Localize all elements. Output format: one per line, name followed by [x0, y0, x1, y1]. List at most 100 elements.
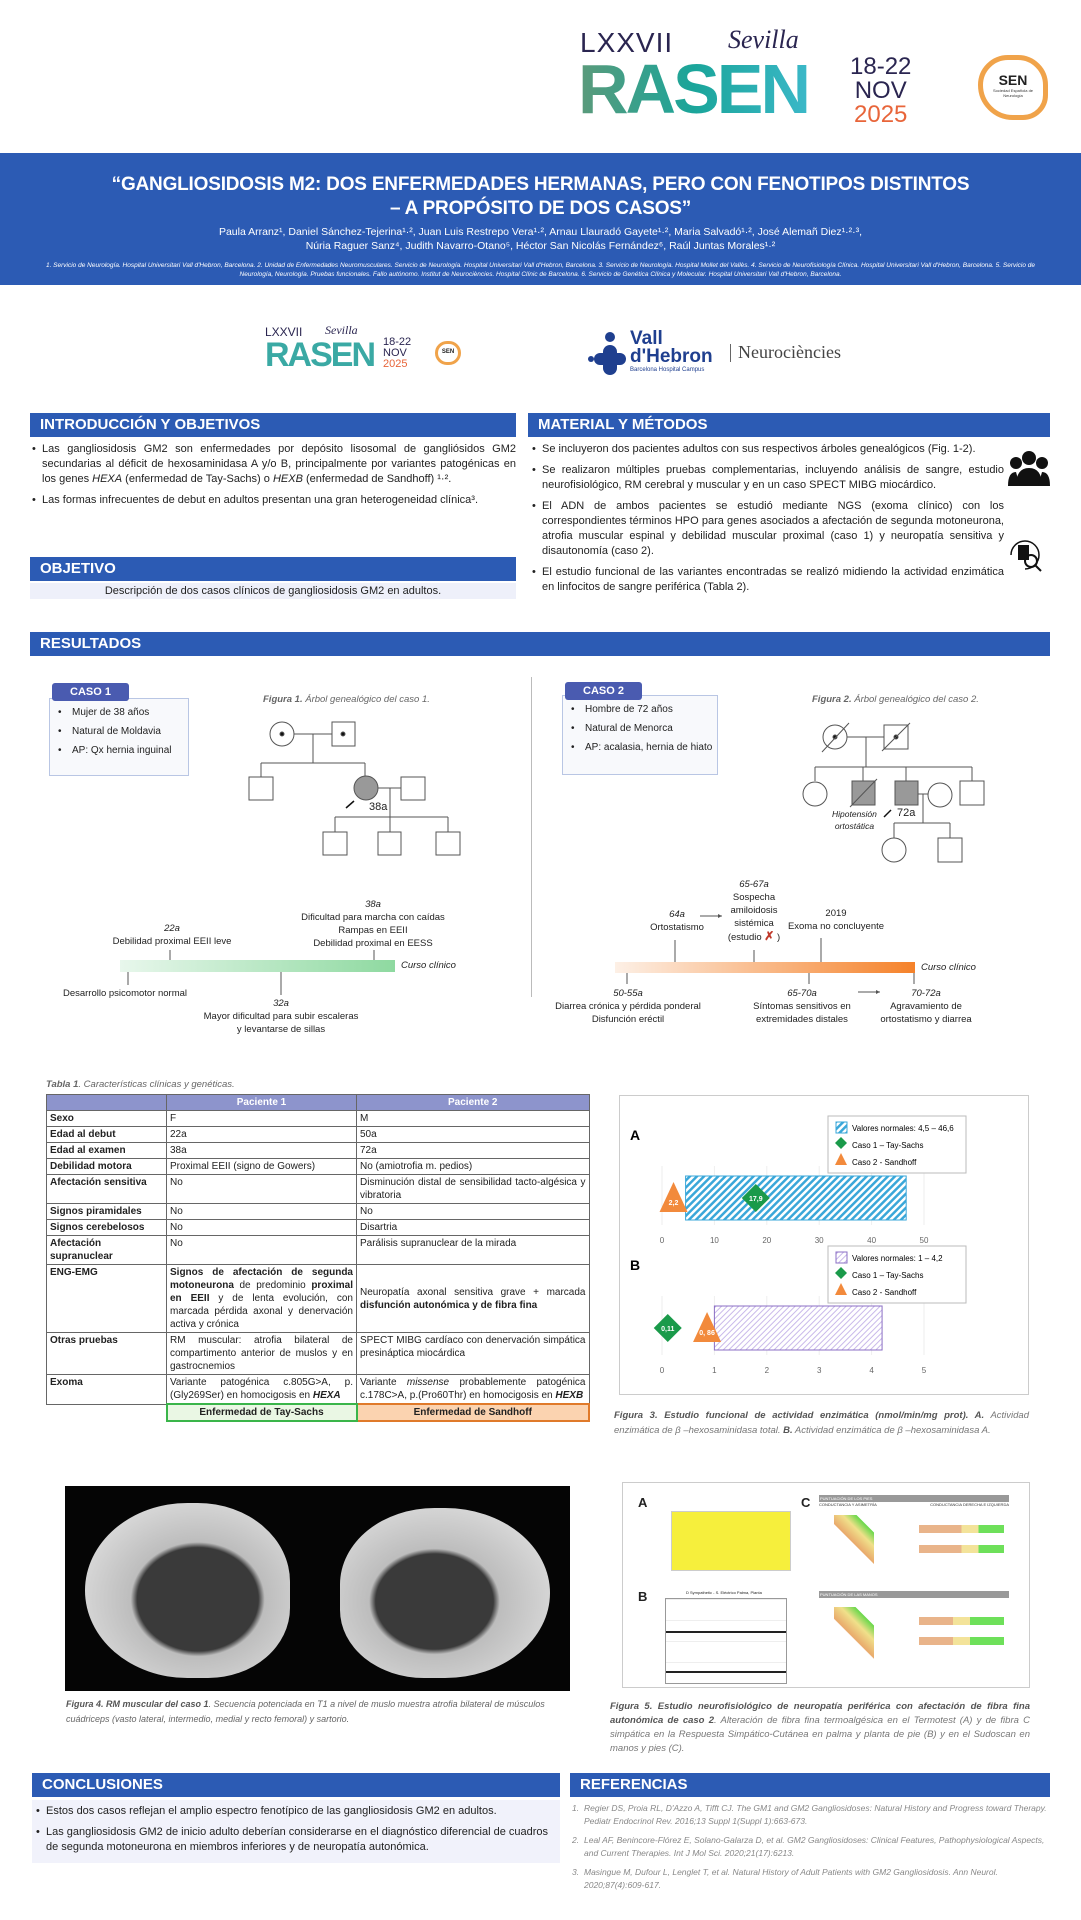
- case1-item: Natural de Moldavia: [50, 726, 188, 737]
- case1-timeline-bar: [120, 960, 395, 972]
- fig4-caption: Figura 4. RM muscular del caso 1. Secuen…: [66, 1699, 545, 1724]
- rasen-logo-small: LXXVII Sevilla RASEN 18-22 NOV 2025 SEN: [265, 323, 465, 380]
- pedigree-mother: [269, 721, 295, 747]
- pedigree-proband: [353, 775, 379, 801]
- case2-item: Hombre de 72 años: [563, 704, 717, 715]
- authors: Paula Arranz¹, Daniel Sánchez-Tejerina¹·…: [218, 226, 863, 252]
- methods-item: Se realizaron múltiples pruebas compleme…: [532, 463, 1004, 493]
- conclusions-list: Estos dos casos reflejan el amplio espec…: [32, 1800, 560, 1863]
- sen-logo-text: SEN: [998, 72, 1028, 88]
- normal-range-bar: [685, 1175, 907, 1221]
- case2-tag: CASO 2: [565, 682, 642, 700]
- table-cell: Signos cerebelosos: [46, 1219, 167, 1236]
- cross-icon: ✗: [764, 929, 775, 943]
- x-tick-label: 4: [869, 1366, 874, 1375]
- pedigree-case1: [248, 721, 461, 856]
- caso2-marker: [693, 1312, 722, 1342]
- legend-swatch-range: [835, 1121, 848, 1134]
- table1-caption: Tabla 1. Características clínicas y gené…: [46, 1079, 235, 1090]
- sen-logo: SEN Sociedad Española de Neurología: [978, 55, 1048, 120]
- caso1-marker: [653, 1314, 682, 1342]
- sen-logo-small: SEN: [435, 341, 461, 365]
- case1-timeline-axis: Curso clínico: [401, 960, 456, 971]
- reference-item: 1.Regier DS, Proia RL, D'Azzo A, Tifft C…: [572, 1803, 1047, 1826]
- mri-left-thigh: [85, 1503, 290, 1678]
- table-cell: Signos piramidales: [46, 1203, 167, 1220]
- case2-item: AP: acalasia, hernia de hiato: [563, 742, 717, 753]
- case1-tag: CASO 1: [52, 683, 129, 701]
- sen-logo-sub: Sociedad Española de Neurología: [992, 88, 1034, 98]
- case2-proband-age: 72a: [897, 807, 916, 819]
- logo-city: Sevilla: [728, 25, 799, 54]
- logo-year: 2025: [854, 101, 908, 128]
- case2-box: Hombre de 72 años Natural de Menorca AP:…: [562, 695, 718, 775]
- references-header: REFERENCIAS: [570, 1773, 1050, 1797]
- users-group-icon: [1008, 451, 1050, 486]
- normal-range-bar: [713, 1305, 883, 1351]
- results-header: RESULTADOS: [30, 632, 1050, 656]
- logo-dates: 18-22: [850, 53, 912, 80]
- fig1-caption: Figura 1. Árbol genealógico del caso 1.: [263, 694, 430, 705]
- vall-hebron-cross-icon: [588, 332, 626, 375]
- objetivo-header: OBJETIVO: [30, 557, 516, 581]
- table-cell: Sexo: [46, 1110, 167, 1127]
- title-banner: “GANGLIOSIDOSIS M2: DOS ENFERMEDADES HER…: [0, 153, 1081, 285]
- vh-line2: d'Hebron: [630, 346, 713, 367]
- poster-title: “GANGLIOSIDOSIS M2: DOS ENFERMEDADES HER…: [111, 174, 970, 219]
- case2-timeline-axis: Curso clínico: [921, 962, 976, 973]
- table-cell: No (amiotrofia m. pedios): [356, 1158, 590, 1175]
- table-cell: 72a: [356, 1142, 590, 1159]
- case2-item: Natural de Menorca: [563, 723, 717, 734]
- logo-month: NOV: [854, 77, 907, 104]
- rasen-logo: LXXVII Sevilla RASEN 18-22 NOV 2025: [578, 25, 918, 130]
- vall-hebron-logo: Vall d'Hebron Barcelona Hospital Campus …: [588, 328, 868, 380]
- legend-label: Caso 1 – Tay-Sachs: [852, 1271, 923, 1280]
- case1-item: Mujer de 38 años: [50, 707, 188, 718]
- legend-swatch-caso2: [835, 1283, 847, 1295]
- panel-label-a: A: [638, 1495, 648, 1510]
- pedigree-proband: [894, 780, 919, 806]
- logo-roman: LXXVII: [265, 325, 303, 339]
- reference-item: 3.Masingue M, Dufour L, Lenglet T, et al…: [572, 1867, 998, 1890]
- legend-swatch-caso2: [835, 1153, 847, 1165]
- methods-header: MATERIAL Y MÉTODOS: [528, 413, 1050, 437]
- logo-dates: 18-22: [383, 336, 412, 348]
- methods-list: Se incluyeron dos pacientes adultos con …: [532, 442, 1004, 601]
- table-cell: Edad al examen: [46, 1142, 167, 1159]
- vh-line1: Vall: [630, 328, 663, 349]
- logo-month: NOV: [383, 347, 407, 359]
- legend-label: Caso 2 - Sandhoff: [852, 1288, 917, 1297]
- reference-item: 2.Leal AF, Benincore-Flórez E, Solano-Ga…: [572, 1835, 1045, 1858]
- references-list: 1.Regier DS, Proia RL, D'Azzo A, Tifft C…: [572, 1802, 1047, 1898]
- x-tick-label: 20: [762, 1236, 771, 1245]
- intro-item: Las gangliosidosis GM2 son enfermedades …: [32, 442, 516, 487]
- objetivo-text: Descripción de dos casos clínicos de gan…: [30, 583, 516, 599]
- table-cell: Debilidad motora: [46, 1158, 167, 1175]
- data-label: 0,11: [661, 1326, 674, 1333]
- panel-label-b: B: [638, 1589, 648, 1604]
- x-tick-label: 5: [922, 1366, 927, 1375]
- intro-list: Las gangliosidosis GM2 son enfermedades …: [32, 442, 516, 514]
- legend-swatch-caso1: [835, 1267, 847, 1279]
- table-cell: No: [166, 1174, 357, 1204]
- table-cell: Afectación supranuclear: [46, 1235, 167, 1265]
- conclusion-item: Estos dos casos reflejan el amplio espec…: [36, 1804, 556, 1819]
- legend-label: Caso 2 - Sandhoff: [852, 1158, 917, 1167]
- logo-city: Sevilla: [325, 323, 358, 337]
- conclusion-item: Las gangliosidosis GM2 de inicio adulto …: [36, 1825, 556, 1855]
- legend-box: [827, 1245, 967, 1304]
- fig2-caption: Figura 2. Árbol genealógico del caso 2.: [812, 694, 979, 705]
- table-cell: F: [166, 1110, 357, 1127]
- case1-item: AP: Qx hernia inguinal: [50, 745, 188, 756]
